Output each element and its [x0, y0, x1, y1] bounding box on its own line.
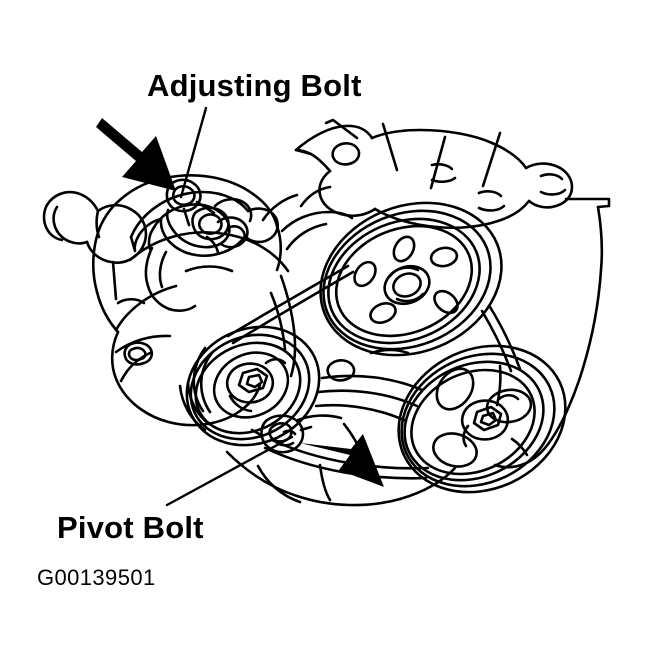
timing-cover-detail — [261, 185, 354, 378]
label-adjusting-bolt: Adjusting Bolt — [147, 68, 362, 103]
power-steering-pump-body — [91, 174, 290, 427]
power-steering-pump-pulley — [185, 325, 321, 447]
drive-belt — [178, 264, 522, 480]
crankshaft-pulley — [397, 344, 567, 494]
arrow-pivot-bolt — [300, 434, 384, 487]
arrow-adjusting-bolt — [96, 118, 176, 191]
pump-inlet-boss — [42, 190, 148, 305]
leader-line-adjusting-bolt — [179, 106, 208, 199]
leader-line-pivot-bolt — [165, 435, 294, 507]
label-figure-id: G00139501 — [37, 565, 156, 590]
engine-lower-housing — [225, 348, 457, 507]
water-pump-pulley — [319, 201, 503, 357]
engine-block-outline — [493, 197, 611, 469]
label-pivot-bolt: Pivot Bolt — [57, 510, 204, 545]
